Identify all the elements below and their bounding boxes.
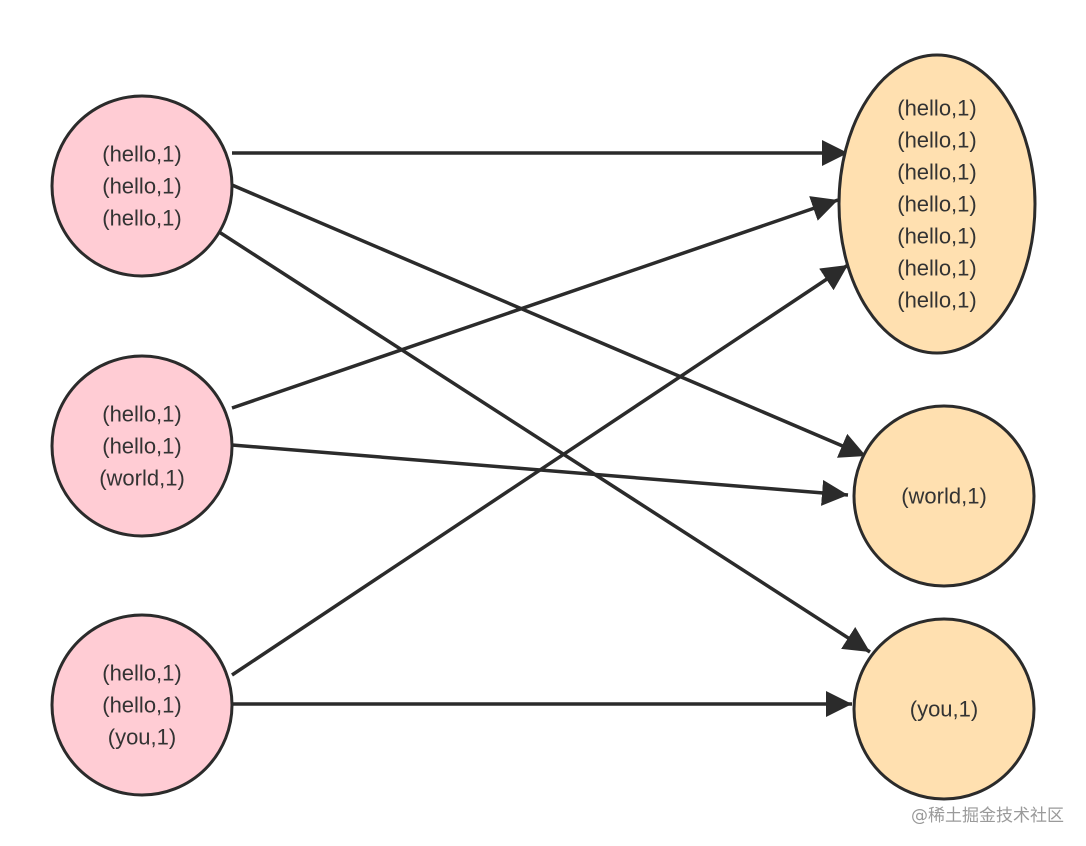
source-node-3: (hello,1) (hello,1) (you,1)	[50, 613, 234, 797]
edge-s2-t1	[231, 196, 839, 410]
target-node-2: (world,1)	[852, 404, 1036, 588]
source-node-shape	[50, 613, 234, 797]
edge-s1-t2	[231, 183, 867, 458]
source-node-label: (hello,1)	[102, 142, 181, 167]
target-node-label: (you,1)	[910, 697, 978, 722]
source-node-label: (you,1)	[108, 725, 176, 750]
target-node-label: (hello,1)	[897, 192, 976, 217]
target-node-label: (hello,1)	[897, 128, 976, 153]
edges	[215, 140, 871, 717]
source-node-shape	[50, 94, 234, 278]
source-node-shape	[50, 354, 234, 538]
edge-s1-t3	[215, 228, 871, 654]
target-node-1: (hello,1) (hello,1) (hello,1) (hello,1) (hel…	[837, 53, 1037, 355]
target-node-3: (you,1)	[852, 617, 1036, 801]
source-node-label: (hello,1)	[102, 206, 181, 231]
target-node-shape	[852, 404, 1036, 588]
source-node-label: (hello,1)	[102, 434, 181, 459]
target-node-label: (hello,1)	[897, 288, 976, 313]
source-node-label: (hello,1)	[102, 402, 181, 427]
target-node-label: (hello,1)	[897, 256, 976, 281]
target-node-label: (hello,1)	[897, 160, 976, 185]
nodes: (hello,1)(hello,1)(hello,1)(hello,1)(hel…	[50, 53, 1037, 801]
source-node-label: (hello,1)	[102, 174, 181, 199]
target-node-label: (world,1)	[901, 484, 987, 509]
source-node-1: (hello,1) (hello,1) (hello,1)	[50, 94, 234, 278]
edge-s3-t1	[231, 263, 849, 677]
target-node-label: (hello,1)	[897, 224, 976, 249]
watermark-text: @稀土掘金技术社区	[911, 806, 1064, 826]
source-node-label: (hello,1)	[102, 661, 181, 686]
source-node-label: (world,1)	[99, 466, 185, 491]
target-node-shape	[852, 617, 1036, 801]
source-node-label: (hello,1)	[102, 693, 181, 718]
target-node-shape	[837, 53, 1037, 355]
target-node-label: (hello,1)	[897, 96, 976, 121]
source-node-2: (hello,1) (hello,1) (world,1)	[50, 354, 234, 538]
